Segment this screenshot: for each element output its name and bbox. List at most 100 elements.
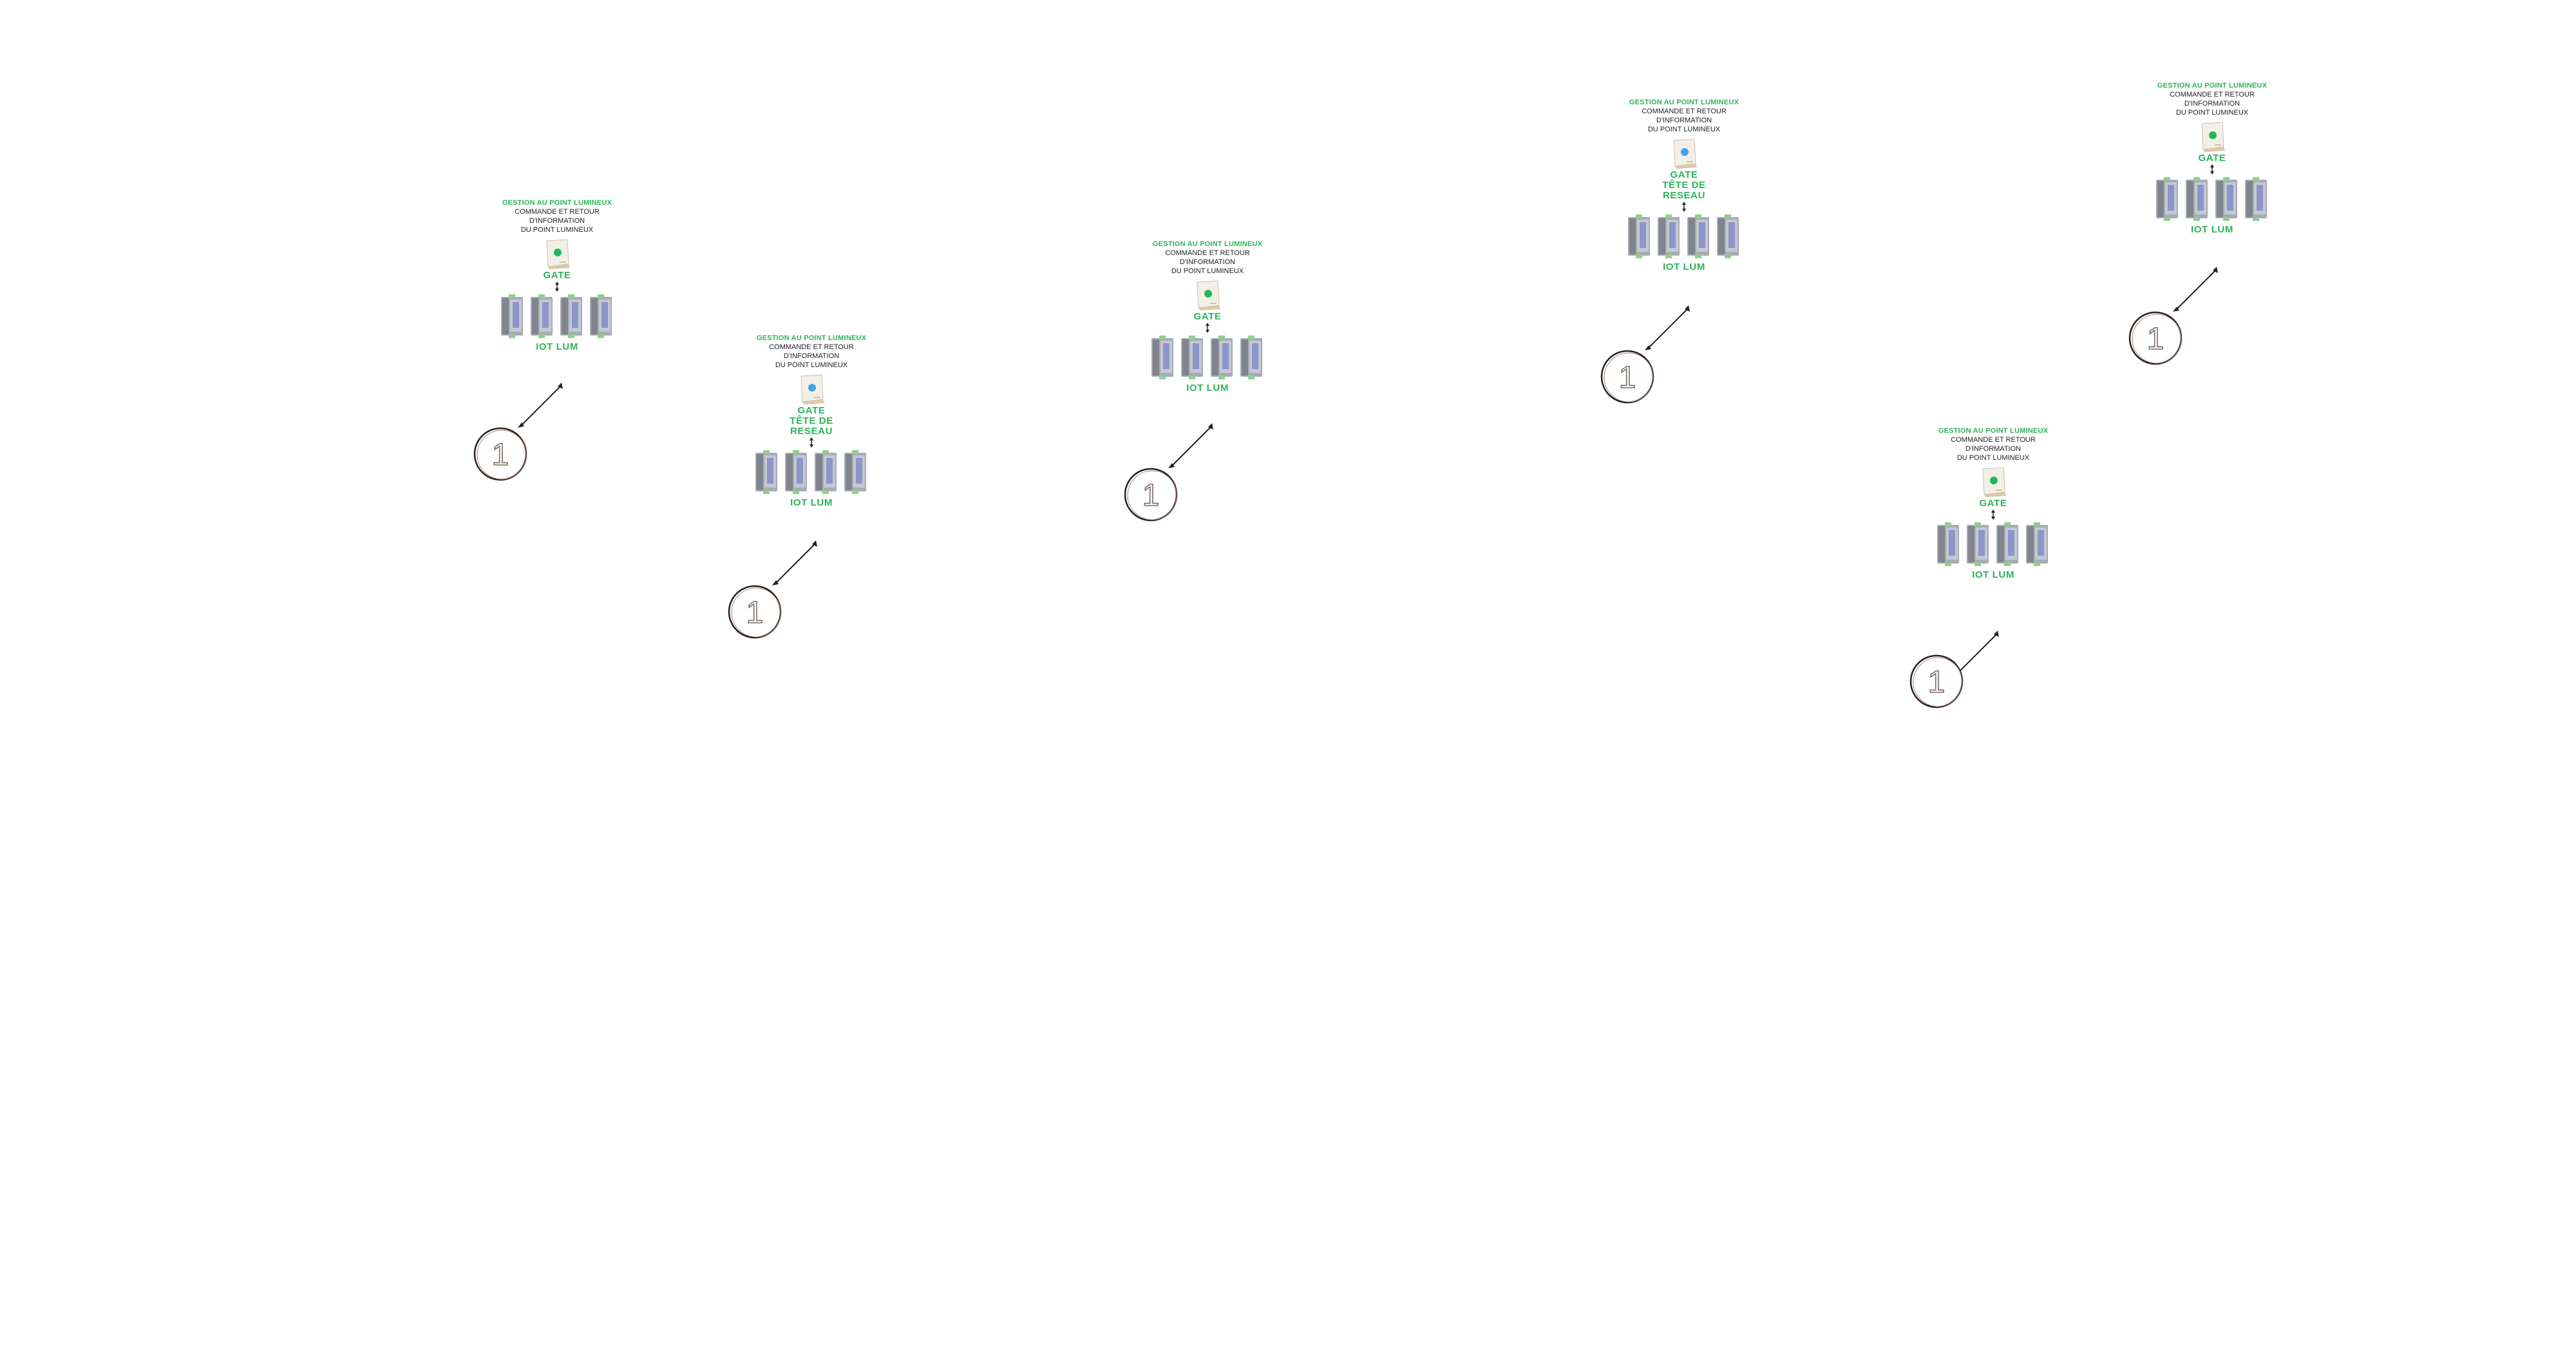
group-description-line: D'INFORMATION xyxy=(1965,445,2022,453)
gate-device-image xyxy=(1979,466,2007,498)
iot-module-image xyxy=(2155,176,2181,222)
group-description-line: COMMANDE ET RETOUR xyxy=(1951,436,2036,444)
gate-label: GATE xyxy=(1979,498,2007,509)
group-description-line: D'INFORMATION xyxy=(1656,117,1712,124)
group-title: GESTION AU POINT LUMINEUX xyxy=(2157,82,2268,90)
iot-modules xyxy=(480,293,634,339)
group-description-line: DU POINT LUMINEUX xyxy=(1647,126,1721,133)
bidirectional-arrow xyxy=(1130,323,1285,333)
iot-module-image xyxy=(1656,213,1682,260)
group-description-line: COMMANDE ET RETOUR xyxy=(1642,108,1727,115)
iot-module-image xyxy=(813,449,839,495)
gate-label: TÊTE DE xyxy=(790,415,833,426)
gate-label: GATE xyxy=(543,270,571,281)
iot-lum-label: IOT LUM xyxy=(1972,569,2014,580)
iot-modules xyxy=(734,449,889,495)
gate-device-image xyxy=(797,374,826,406)
iot-module-image xyxy=(2244,176,2269,222)
number-badge-6: 1 xyxy=(2128,311,2183,365)
iot-modules xyxy=(1130,334,1285,381)
iot-module-image xyxy=(1180,334,1206,381)
badge-number: 1 xyxy=(1619,361,1636,395)
iot-lum-label: IOT LUM xyxy=(536,341,578,352)
iot-lum-label: IOT LUM xyxy=(1186,383,1229,394)
group-title: GESTION AU POINT LUMINEUX xyxy=(1938,427,2049,435)
gate-label: GATE xyxy=(1193,311,1222,322)
group-description-line: COMMANDE ET RETOUR xyxy=(515,208,600,216)
iot-module-image xyxy=(1936,521,1962,567)
iot-module-image xyxy=(559,293,585,339)
group-description-line: COMMANDE ET RETOUR xyxy=(2170,91,2255,99)
iot-lum-label: IOT LUM xyxy=(2191,224,2233,235)
iot-lum-label: IOT LUM xyxy=(1663,261,1705,272)
group-description-line: COMMANDE ET RETOUR xyxy=(769,343,854,351)
gate-device-image xyxy=(2198,121,2226,153)
iot-module-image xyxy=(589,293,614,339)
iot-modules xyxy=(1916,521,2070,567)
iot-lum-label: IOT LUM xyxy=(790,497,833,508)
bidirectional-arrow xyxy=(1607,202,1761,212)
iot-module-image xyxy=(2025,521,2050,567)
group-description-line: DU POINT LUMINEUX xyxy=(1171,267,1244,275)
group-title: GESTION AU POINT LUMINEUX xyxy=(1152,240,1263,248)
iot-module-image xyxy=(843,449,869,495)
link-arrow-1 xyxy=(518,383,563,428)
iot-module-image xyxy=(2214,176,2240,222)
bidirectional-arrow xyxy=(1916,509,2070,520)
group-description-line: D'INFORMATION xyxy=(2184,100,2240,108)
iot-module-image xyxy=(1965,521,1991,567)
group-title: GESTION AU POINT LUMINEUX xyxy=(502,199,612,207)
number-badge-4: 1 xyxy=(1600,350,1654,404)
group-description-line: DU POINT LUMINEUX xyxy=(775,361,848,369)
group-title: GESTION AU POINT LUMINEUX xyxy=(756,334,867,342)
iot-module-image xyxy=(529,293,555,339)
bidirectional-arrow xyxy=(480,281,634,292)
badge-number: 1 xyxy=(2147,322,2164,356)
gate-label: TÊTE DE xyxy=(1662,180,1706,191)
group-description-line: COMMANDE ET RETOUR xyxy=(1165,249,1250,257)
group-description-line: DU POINT LUMINEUX xyxy=(1956,454,2030,462)
iot-module-image xyxy=(1995,521,2021,567)
iot-module-image xyxy=(2184,176,2210,222)
iot-module-image xyxy=(1209,334,1235,381)
bidirectional-arrow xyxy=(734,437,889,448)
badge-number: 1 xyxy=(1142,479,1160,513)
link-arrow-2 xyxy=(772,540,817,585)
number-badge-5: 1 xyxy=(1909,654,1964,708)
number-badge-1: 1 xyxy=(473,427,527,481)
iot-modules xyxy=(2135,176,2289,222)
iot-module-image xyxy=(1150,334,1176,381)
group-description-line: D'INFORMATION xyxy=(783,352,840,360)
gate-device-image xyxy=(1670,138,1698,170)
iot-modules xyxy=(1607,213,1761,260)
group-description-line: DU POINT LUMINEUX xyxy=(2175,109,2249,117)
gate-label: GATE xyxy=(2198,153,2226,164)
iot-module-image xyxy=(1686,213,1712,260)
iot-module-image xyxy=(784,449,810,495)
badge-number: 1 xyxy=(492,438,509,472)
number-badge-2: 1 xyxy=(728,585,782,639)
group-description-line: D'INFORMATION xyxy=(1179,258,1236,266)
network-group-4: GESTION AU POINT LUMINEUX COMMANDE ET RET… xyxy=(1607,98,1761,273)
bidirectional-arrow xyxy=(2135,164,2289,175)
iot-module-image xyxy=(1716,213,1741,260)
iot-module-image xyxy=(754,449,780,495)
link-arrow-6 xyxy=(2173,267,2218,312)
gate-label: GATE xyxy=(797,405,826,416)
iot-module-image xyxy=(500,293,526,339)
gate-label: RESEAU xyxy=(1662,190,1706,201)
gate-device-image xyxy=(1193,280,1222,312)
group-description-line: D'INFORMATION xyxy=(529,217,585,225)
iot-module-image xyxy=(1239,334,1265,381)
gate-label: GATE xyxy=(1670,169,1698,180)
link-arrow-3 xyxy=(1168,423,1213,468)
badge-number: 1 xyxy=(746,596,764,630)
group-title: GESTION AU POINT LUMINEUX xyxy=(1629,99,1739,106)
gate-device-image xyxy=(543,238,571,271)
iot-module-image xyxy=(1627,213,1653,260)
